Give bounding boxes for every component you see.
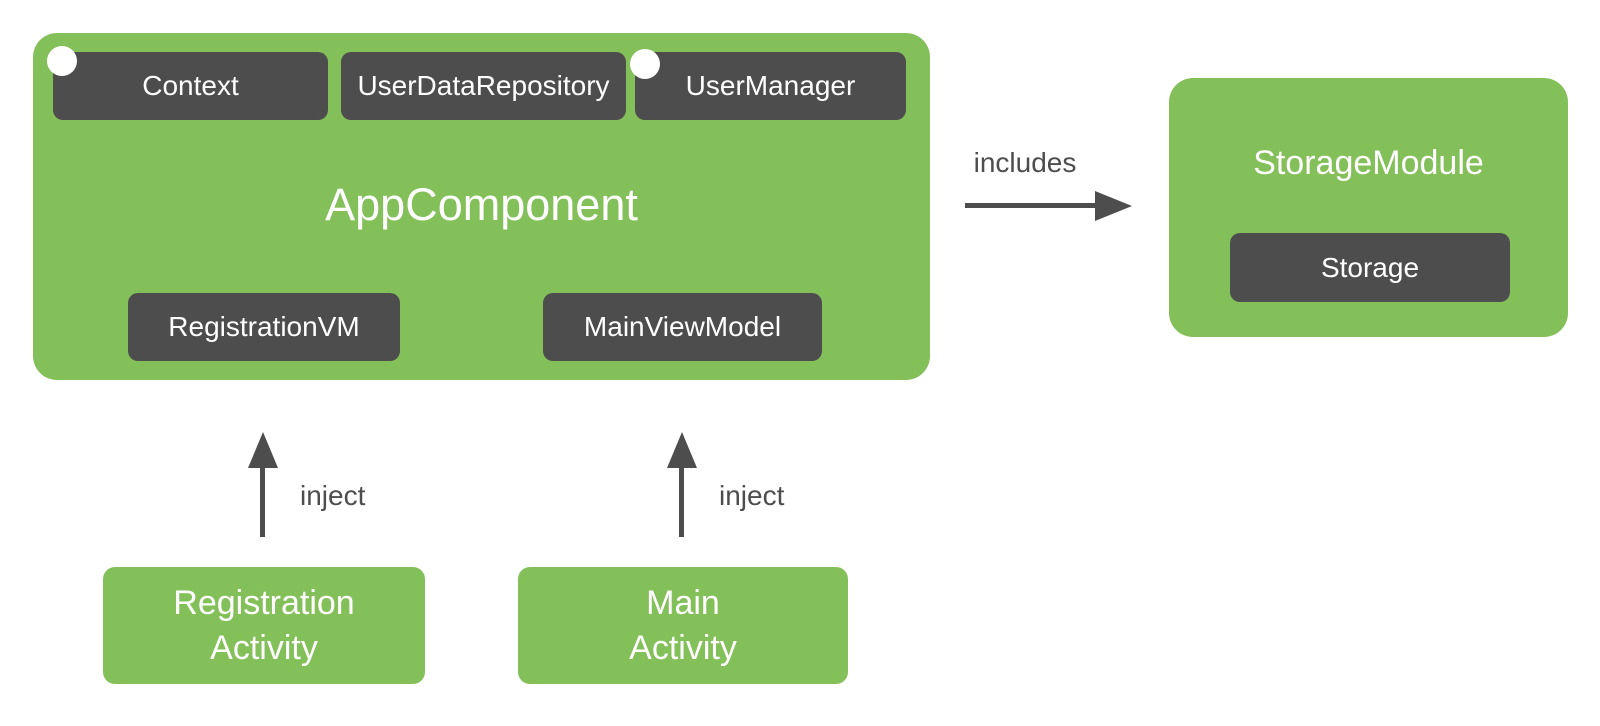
viewmodel-chip-label: MainViewModel xyxy=(583,311,782,342)
dependency-chip-context: Context xyxy=(53,52,328,120)
viewmodel-chip-mainviewmodel: MainViewModel xyxy=(543,293,822,361)
dependency-chip-usermanager: UserManager xyxy=(635,52,906,120)
arrow-head-up-icon xyxy=(667,432,697,468)
dependency-chip-userdatarepository: UserDataRepository xyxy=(341,52,626,120)
registration-activity-box: Registration Activity xyxy=(103,567,425,684)
dependency-chip-label: Context xyxy=(142,70,239,101)
activity-label-line: Activity xyxy=(629,628,737,667)
provision-chip-storage: Storage xyxy=(1230,233,1510,302)
white-dot-icon xyxy=(47,46,77,76)
provision-chip-label: Storage xyxy=(1320,251,1420,283)
activity-label-line: Activity xyxy=(210,628,318,667)
viewmodel-chip-registrationvm: RegistrationVM xyxy=(128,293,400,361)
main-activity-box: Main Activity xyxy=(518,567,848,684)
activity-label-line: Main xyxy=(646,583,720,622)
viewmodel-chip-label: RegistrationVM xyxy=(168,311,360,342)
includes-arrow-line xyxy=(965,203,1095,208)
inject-arrow-line xyxy=(260,466,265,537)
app-component-title: AppComponent xyxy=(325,179,638,230)
white-dot-icon xyxy=(630,49,660,79)
inject-arrow-line xyxy=(679,466,684,537)
dependency-chip-label: UserManager xyxy=(685,70,856,101)
activity-label-line: Registration xyxy=(173,583,355,622)
storage-module-title: StorageModule xyxy=(1253,144,1484,182)
inject-label-main: inject xyxy=(719,480,785,511)
includes-label: includes xyxy=(973,147,1077,178)
dependency-chip-label: UserDataRepository xyxy=(357,70,610,101)
arrow-head-up-icon xyxy=(248,432,278,468)
arrow-head-right-icon xyxy=(1095,191,1132,221)
inject-label-registration: inject xyxy=(300,480,366,511)
